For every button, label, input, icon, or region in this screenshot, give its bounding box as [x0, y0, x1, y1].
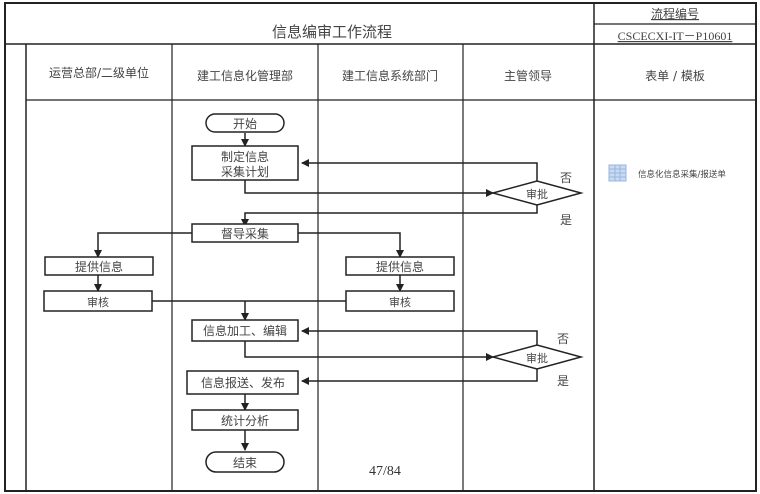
edge-supervise-left: [94, 232, 192, 258]
edge-plan-approve1: [244, 180, 494, 197]
node-publish: [186, 370, 299, 395]
edge-process-approve2: [244, 341, 494, 361]
node-supervise: [191, 223, 299, 243]
node-review-left-label: 审核: [87, 295, 109, 309]
edge-approve2-yes: [301, 369, 538, 385]
node-publish-label: 信息报送、发布: [201, 375, 285, 390]
node-start: [205, 113, 285, 133]
edge-label-yes-1: 是: [560, 213, 572, 227]
node-start-label: 开始: [233, 117, 257, 131]
node-review-right: [345, 290, 455, 312]
node-provide-right-label: 提供信息: [376, 259, 424, 274]
edge-approve1-no: [301, 159, 538, 181]
edge-approve1-yes: [241, 205, 538, 227]
edge-label-yes-2: 是: [557, 374, 569, 388]
node-end-label: 结束: [233, 456, 257, 470]
node-supervise-label: 督导采集: [221, 226, 269, 241]
node-review-left: [43, 290, 153, 312]
process-no-label: 流程编号: [651, 6, 699, 21]
node-provide-left: [44, 256, 154, 276]
node-plan: [191, 145, 299, 181]
lane-header-forms: 表单 / 模板: [645, 69, 705, 83]
node-approve2-label: 审批: [526, 351, 548, 365]
lane-header-it-sys: 建工信息系统部门: [342, 68, 438, 83]
connectors: [94, 133, 538, 451]
lane-header-leader: 主管领导: [504, 68, 552, 83]
page-title: 信息编审工作流程: [272, 23, 392, 41]
node-analyze-label: 统计分析: [221, 414, 269, 428]
page-number: 47/84: [369, 464, 401, 479]
table-frame: [4, 2, 757, 492]
node-approve2: [490, 344, 584, 370]
edge-supervise-right: [298, 232, 404, 258]
process-no: CSCECXI-IT－P10601: [618, 29, 733, 43]
lane-header-it-mgmt: 建工信息化管理部: [197, 68, 293, 83]
form-link[interactable]: 信息化信息采集/报送单: [608, 164, 726, 182]
spreadsheet-icon: [608, 164, 627, 182]
node-review-right-label: 审核: [389, 295, 411, 309]
node-end: [205, 451, 285, 473]
edge-approve2-no: [301, 327, 538, 345]
node-approve1: [490, 180, 584, 206]
form-label[interactable]: 信息化信息采集/报送单: [638, 169, 726, 180]
node-plan-label-2: 采集计划: [221, 164, 269, 179]
node-plan-label-1: 制定信息: [221, 149, 269, 164]
edge-label-no-1: 否: [560, 171, 572, 185]
node-process: [191, 319, 299, 342]
node-analyze: [191, 409, 299, 431]
node-provide-left-label: 提供信息: [75, 259, 123, 274]
node-process-label: 信息加工、编辑: [203, 323, 287, 338]
edge-label-no-2: 否: [557, 332, 569, 346]
lane-header-ops: 运营总部/二级单位: [49, 65, 149, 80]
node-approve1-label: 审批: [526, 187, 548, 201]
node-provide-right: [345, 256, 455, 276]
